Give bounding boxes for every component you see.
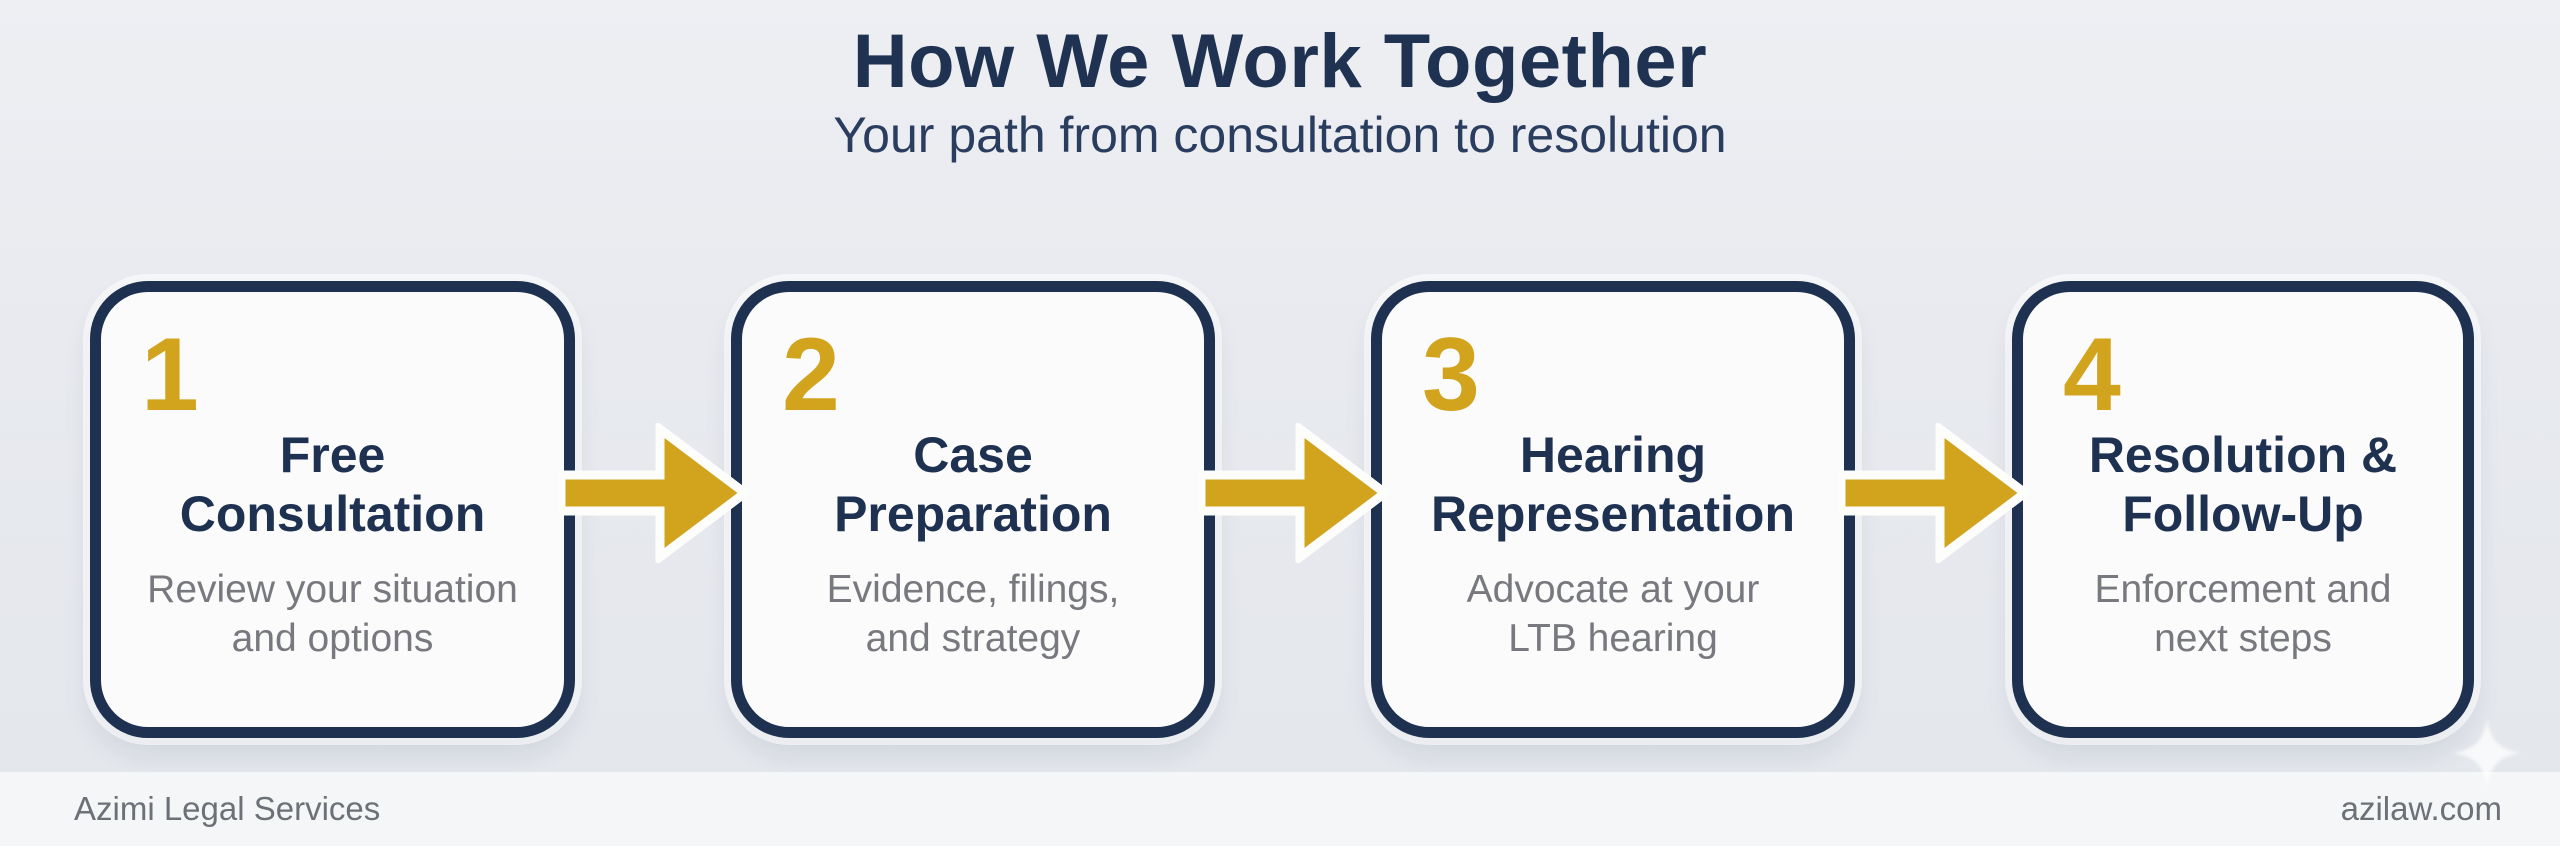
- arrow-right-icon: [1839, 423, 2029, 563]
- page-subtitle: Your path from consultation to resolutio…: [833, 107, 1727, 163]
- step-description: Review your situation and options: [147, 568, 518, 660]
- step-card-2: 2 Case Preparation Evidence, filings, an…: [731, 281, 1215, 738]
- step-description: Advocate at your LTB hearing: [1466, 568, 1760, 660]
- sparkle-artifact: [2452, 718, 2522, 788]
- arrow-right-icon: [1199, 423, 1389, 563]
- step-card-4: 4 Resolution & Follow-Up Enforcement and…: [2012, 281, 2474, 738]
- step-number: 3: [1422, 317, 1480, 433]
- step-description: Evidence, filings, and strategy: [826, 568, 1120, 660]
- step-title: Case Preparation: [834, 427, 1112, 542]
- step-number: 2: [782, 317, 840, 433]
- website-url: azilaw.com: [2340, 790, 2502, 827]
- step-title: Hearing Representation: [1431, 427, 1795, 542]
- step-number: 4: [2063, 317, 2121, 433]
- step-number: 1: [141, 317, 199, 433]
- step-title: Resolution & Follow-Up: [2088, 427, 2398, 542]
- brand-name: Azimi Legal Services: [74, 790, 381, 827]
- step-description: Enforcement and next steps: [2094, 568, 2392, 660]
- step-card-3: 3 Hearing Representation Advocate at you…: [1371, 281, 1855, 738]
- step-title: Free Consultation: [179, 427, 486, 542]
- page-title: How We Work Together: [852, 19, 1708, 104]
- footer: Azimi Legal Services azilaw.com: [0, 772, 2560, 846]
- arrow-right-icon: [559, 423, 749, 563]
- step-card-1: 1 Free Consultation Review your situatio…: [90, 281, 575, 738]
